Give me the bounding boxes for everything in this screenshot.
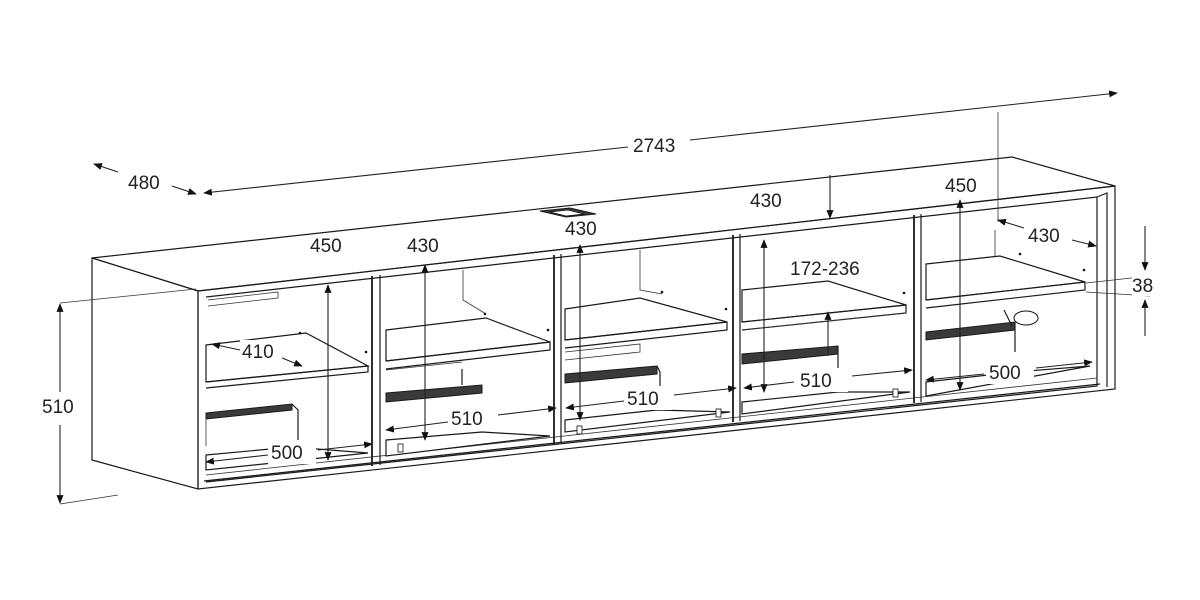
compartment-2-base-depth-label: 510 (451, 409, 483, 430)
compartment-5-inner-width-label: 430 (1028, 226, 1060, 247)
compartment-4-height-label: 430 (750, 191, 782, 212)
height-label: 510 (42, 397, 74, 418)
compartment-1-shelf-depth-label: 410 (242, 342, 274, 363)
compartment-4-adjustable-label: 172-236 (790, 259, 860, 280)
total-width-label: 2743 (633, 136, 675, 157)
compartment-1-base-depth-label: 500 (271, 443, 303, 464)
compartment-1-height-label: 450 (310, 236, 342, 257)
compartment-4-base-depth-label: 510 (800, 371, 832, 392)
compartment-3-base-depth-label: 510 (627, 389, 659, 410)
compartment-5-height-label: 450 (945, 176, 977, 197)
dimension-labels: 2743 480 510 450 410 500 430 510 430 510… (40, 134, 1158, 464)
depth-label: 480 (128, 173, 160, 194)
top-thickness-label: 38 (1132, 276, 1153, 297)
cabinet-body (91, 156, 1116, 490)
compartment-5-base-depth-label: 500 (989, 363, 1021, 384)
compartment-3 (564, 250, 731, 435)
left-side-panel (91, 257, 199, 490)
compartment-4 (741, 280, 911, 415)
cable-grommet (1013, 310, 1039, 326)
compartment-2-height-label: 430 (407, 236, 439, 257)
compartment-3-height-label: 430 (565, 219, 597, 240)
dividers (371, 214, 922, 466)
